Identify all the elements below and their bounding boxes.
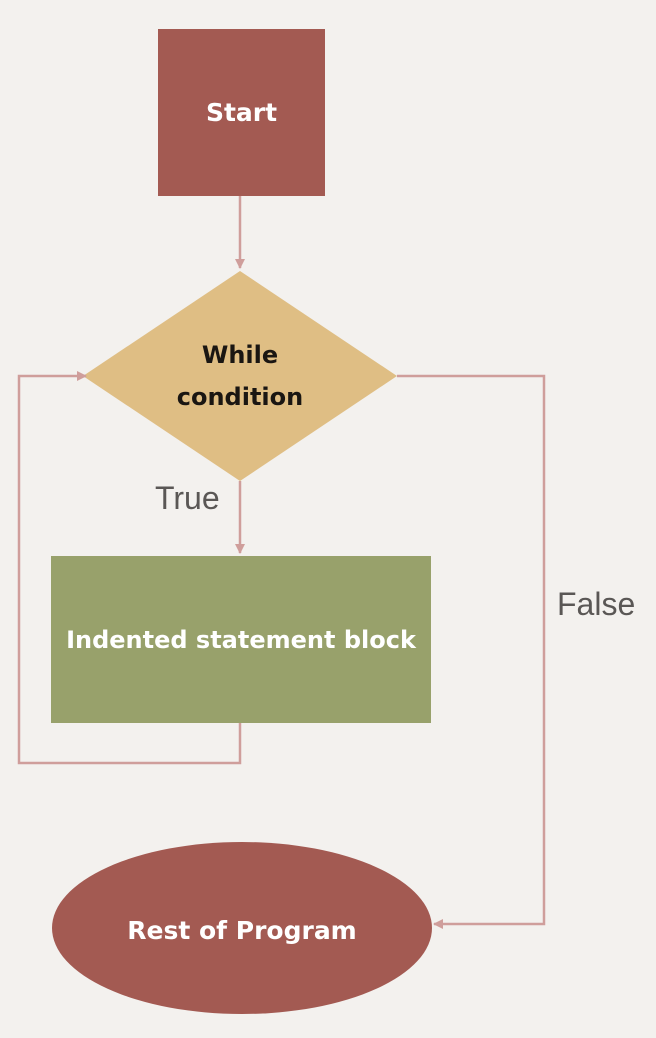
edge-decision-false-to-end xyxy=(397,374,546,929)
statement-block-node: Indented statement block xyxy=(51,556,431,723)
decision-diamond xyxy=(83,271,397,481)
edge-block-loop-back xyxy=(17,371,242,765)
false-edge-label: False xyxy=(557,586,636,622)
start-label: Start xyxy=(205,98,278,127)
statement-block-label: Indented statement block xyxy=(66,625,416,654)
decision-node-label: While condition xyxy=(176,341,304,411)
end-ellipse xyxy=(52,842,432,1014)
start-node: Start xyxy=(158,29,325,196)
true-edge-label: True xyxy=(155,480,220,516)
end-node-label: Rest of Program xyxy=(127,915,357,945)
